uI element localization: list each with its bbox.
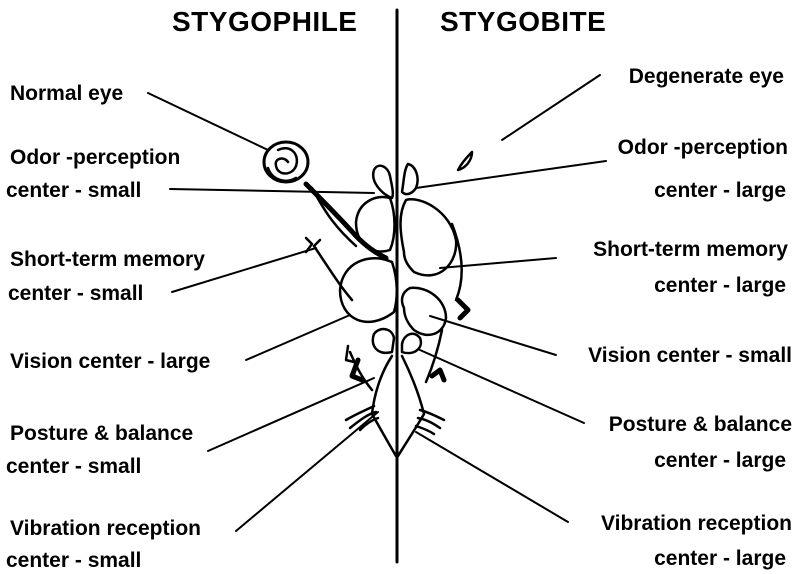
label-normal-eye: Normal eye	[10, 83, 123, 104]
leader-left-vision	[246, 315, 350, 360]
right-medulla	[398, 356, 424, 456]
right-optic-lobe	[402, 288, 446, 335]
label-right-memory-line1: Short-term memory	[593, 239, 788, 260]
header-stygophile: STYGOPHILE	[172, 8, 357, 36]
label-right-posture-line1: Posture & balance	[609, 414, 792, 435]
left-cerebellum	[373, 329, 394, 353]
label-right-vibration-line2: center - large	[654, 548, 786, 569]
leader-normal-eye	[148, 93, 268, 150]
right-nerve-upper	[452, 224, 462, 300]
right-olfactory-lobe	[402, 164, 418, 194]
leader-right-posture	[420, 350, 584, 423]
label-left-vibration-line2: center - small	[6, 550, 141, 571]
left-olfactory-lobe	[373, 166, 393, 198]
left-optic-nerve	[306, 184, 386, 258]
leader-right-vibration	[416, 432, 568, 522]
left-optic-lobe	[340, 258, 397, 322]
leader-left-posture	[208, 378, 374, 451]
right-cerebellum	[402, 334, 421, 353]
label-right-vibration-line1: Vibration reception	[601, 513, 792, 534]
label-left-vibration-line1: Vibration reception	[10, 518, 201, 539]
leader-right-vision	[430, 316, 556, 355]
right-leader-lines	[416, 75, 606, 522]
label-left-posture-line2: center - small	[6, 456, 141, 477]
header-stygobite: STYGOBITE	[440, 8, 606, 36]
right-degenerate-eye	[458, 152, 472, 170]
right-memory-lobe	[401, 199, 457, 275]
leader-right-memory	[440, 258, 556, 268]
label-right-odor-line2: center - large	[654, 180, 786, 201]
label-left-odor-line1: Odor -perception	[10, 147, 180, 168]
label-left-vision: Vision center - large	[10, 351, 210, 372]
leader-right-odor	[416, 161, 606, 188]
leader-degenerate-eye	[502, 75, 600, 140]
label-degenerate-eye: Degenerate eye	[629, 66, 784, 87]
label-left-posture-line1: Posture & balance	[10, 423, 193, 444]
label-right-odor-line1: Odor -perception	[618, 137, 788, 158]
right-brain-half	[398, 152, 472, 456]
label-left-memory-line2: center - small	[8, 283, 143, 304]
label-right-vision: Vision center - small	[588, 345, 792, 366]
label-right-posture-line2: center - large	[654, 450, 786, 471]
label-left-memory-line1: Short-term memory	[10, 249, 205, 270]
label-right-memory-line2: center - large	[654, 275, 786, 296]
left-medulla	[372, 356, 396, 456]
leader-left-odor	[170, 189, 374, 193]
left-brain-half	[264, 142, 397, 456]
label-left-odor-line2: center - small	[6, 180, 141, 201]
